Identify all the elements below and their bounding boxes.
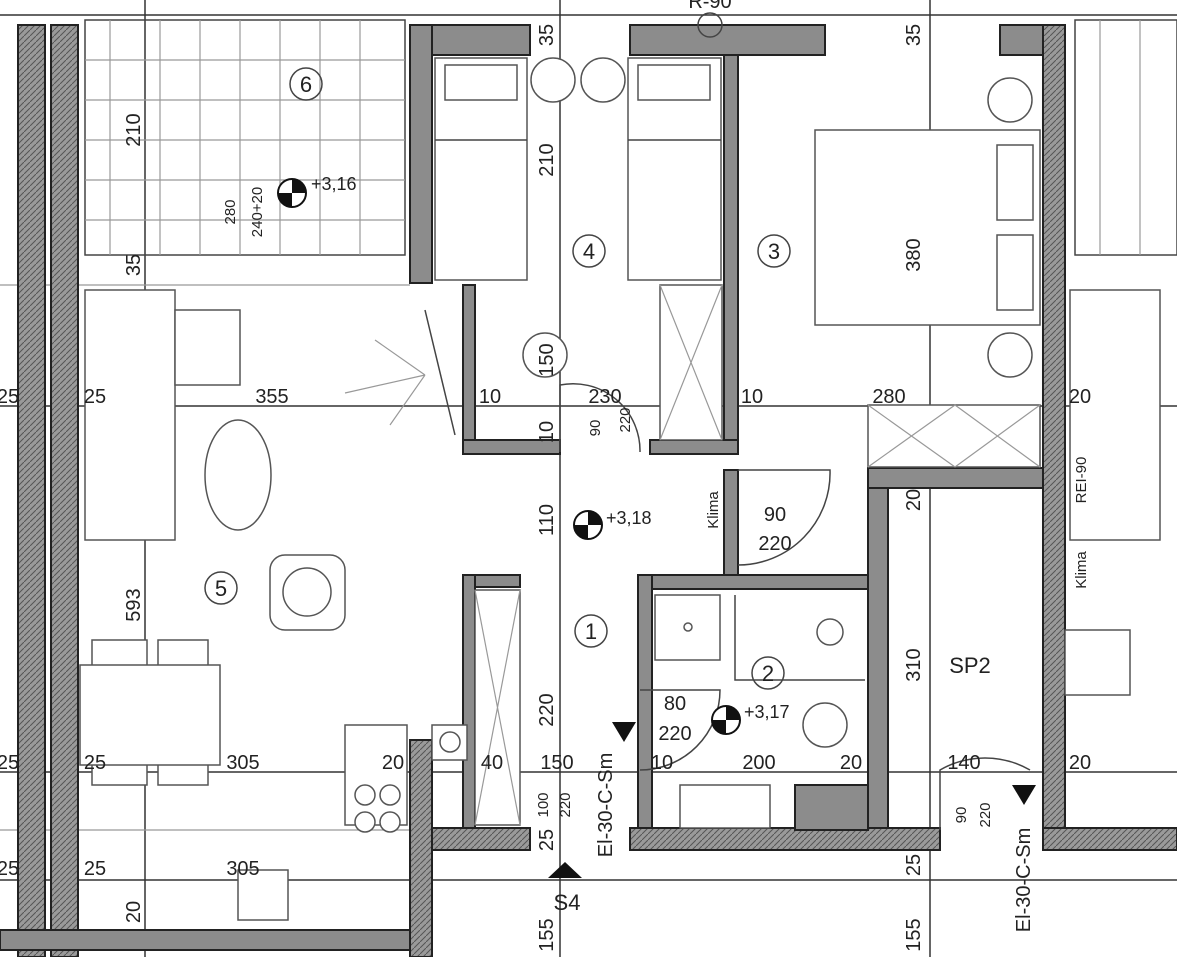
- dim: 20: [1069, 752, 1091, 774]
- dim: 35: [123, 254, 145, 276]
- room-1-label: 1: [585, 619, 597, 644]
- dim: 305: [226, 752, 259, 774]
- section-arrow-icon: [612, 722, 636, 742]
- dim: 220: [617, 407, 634, 432]
- dim: 280: [222, 199, 239, 224]
- dim: 230: [588, 386, 621, 408]
- fire-rating-label: El-30-C-Sm: [1013, 828, 1035, 932]
- dim: 10: [651, 752, 673, 774]
- dim: 210: [123, 113, 145, 146]
- level-marker-hall: [573, 510, 603, 540]
- dim: 155: [536, 918, 558, 951]
- dim: 25: [903, 854, 925, 876]
- room-5-label: 5: [215, 576, 227, 601]
- section-s4-arrow-icon: [548, 862, 582, 878]
- dim: 10: [479, 386, 501, 408]
- dim: 20: [382, 752, 404, 774]
- room-4-label: 4: [583, 239, 595, 264]
- dim: 90: [953, 807, 970, 824]
- dim: 35: [903, 24, 925, 46]
- section-s4-label: S4: [554, 890, 581, 915]
- dim: 220: [557, 792, 574, 817]
- dim: 110: [536, 504, 558, 536]
- dim: 240+20: [249, 187, 266, 237]
- dim: 380: [903, 238, 925, 271]
- dim: 35: [536, 24, 558, 46]
- dim: 140: [947, 752, 980, 774]
- fire-rating-label: El-30-C-Sm: [595, 753, 617, 857]
- dim: 150: [536, 343, 558, 376]
- dim: 25: [0, 858, 19, 880]
- dim: 155: [903, 918, 925, 951]
- klima-label: Klima: [1073, 551, 1090, 589]
- dim: 220: [758, 533, 791, 555]
- dim: 220: [536, 693, 558, 726]
- klima-label: Klima: [705, 491, 722, 529]
- dim: 20: [903, 489, 925, 511]
- dim: 355: [255, 386, 288, 408]
- room-labels: 6 4 3 5 1 2 SP2: [204, 67, 991, 690]
- dim: 25: [536, 829, 558, 851]
- dim: 25: [84, 858, 106, 880]
- dim: 220: [977, 802, 994, 827]
- dim: 25: [84, 752, 106, 774]
- dim: 25: [0, 386, 19, 408]
- dim: 10: [741, 386, 763, 408]
- dim: 20: [840, 752, 862, 774]
- room-sp2-label: SP2: [949, 653, 991, 678]
- level-markers: [277, 178, 1036, 878]
- dim: 25: [84, 386, 106, 408]
- section-arrow-icon: [1012, 785, 1036, 805]
- dim: 200: [742, 752, 775, 774]
- dim: 310: [903, 648, 925, 681]
- room-2-label: 2: [762, 661, 774, 686]
- dim: 100: [535, 792, 552, 817]
- dim: 593: [123, 588, 145, 621]
- dim: 10: [536, 421, 558, 443]
- dim: 280: [872, 386, 905, 408]
- dim: 220: [658, 723, 691, 745]
- dim: 90: [764, 504, 786, 526]
- dim: 150: [540, 752, 573, 774]
- dim: 20: [123, 901, 145, 923]
- dim: 20: [1069, 386, 1091, 408]
- dim: 305: [226, 858, 259, 880]
- level-marker-balcony: [277, 178, 307, 208]
- walls: [0, 24, 1177, 957]
- furniture: [79, 57, 1161, 921]
- dim: 210: [536, 143, 558, 176]
- doors: [344, 12, 1031, 830]
- dimension-labels: 355 305 305 230 10 10 280 20 90 220 80 2…: [0, 0, 1091, 915]
- vertical-dimension-labels: 210 35 593 20 280 240+20 35 210 150 10 9…: [123, 24, 1090, 952]
- dim: 25: [0, 752, 19, 774]
- level-balcony: +3,16: [311, 174, 357, 194]
- level-marker-bath: [711, 705, 741, 735]
- room-6-label: 6: [300, 72, 312, 97]
- room-3-label: 3: [768, 239, 780, 264]
- balcony-railing: [84, 19, 1177, 256]
- door-rating-top: R-90: [688, 0, 731, 13]
- dim: 90: [587, 420, 604, 437]
- dim: 40: [481, 752, 503, 774]
- rei-label: REI-90: [1073, 457, 1090, 504]
- dim: 80: [664, 693, 686, 715]
- level-bath: +3,17: [744, 702, 790, 722]
- level-hall: +3,18: [606, 508, 652, 528]
